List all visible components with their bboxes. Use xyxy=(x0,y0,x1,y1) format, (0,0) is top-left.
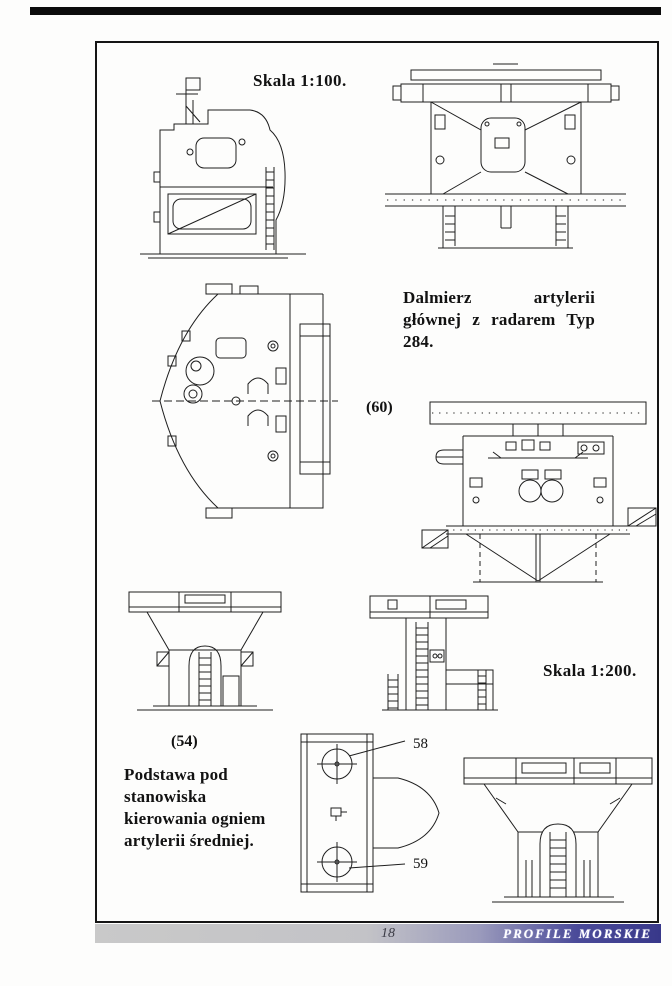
caption-rangefinder: Dalmierz artylerii głównej z radarem Typ… xyxy=(403,288,595,351)
page-number: 18 xyxy=(381,926,395,941)
director-rear-view-svg xyxy=(421,401,657,583)
caption-pedestal: Podstawa pod stanowiska kierowania ognie… xyxy=(124,765,266,850)
footer-gradient-bar: 18 PROFILE MORSKIE xyxy=(95,924,661,943)
drawing-director-side-view xyxy=(138,72,318,262)
part-label-58: 58 xyxy=(413,736,428,752)
pedestal-side-view-svg xyxy=(369,595,498,711)
top-rule-bar xyxy=(30,7,661,15)
director-front-view-svg xyxy=(385,63,626,249)
drawing-director-plan-view xyxy=(148,276,343,526)
drawing-pedestal-front-large xyxy=(456,752,661,907)
director-plan-view-svg xyxy=(152,283,338,519)
pedestal-front-small-svg xyxy=(128,591,282,711)
pedestal-plan-view-svg xyxy=(300,733,440,893)
drawing-director-front-view xyxy=(383,60,628,260)
series-title: PROFILE MORSKIE xyxy=(503,926,652,941)
director-side-view-svg xyxy=(140,77,306,259)
drawing-pedestal-front-small xyxy=(123,588,288,713)
figure-number-54: (54) xyxy=(171,733,198,750)
part-label-59: 59 xyxy=(413,856,428,872)
drawing-pedestal-plan-view xyxy=(293,726,448,901)
drawing-director-rear-view-radar xyxy=(418,396,658,596)
drawing-pedestal-side-view xyxy=(358,592,503,717)
scale-label-1-100: Skala 1:100. xyxy=(253,71,347,90)
content-frame-border xyxy=(95,41,659,923)
scale-label-1-200: Skala 1:200. xyxy=(543,661,637,680)
pedestal-front-large-svg xyxy=(463,757,653,903)
figure-number-60: (60) xyxy=(366,399,393,416)
